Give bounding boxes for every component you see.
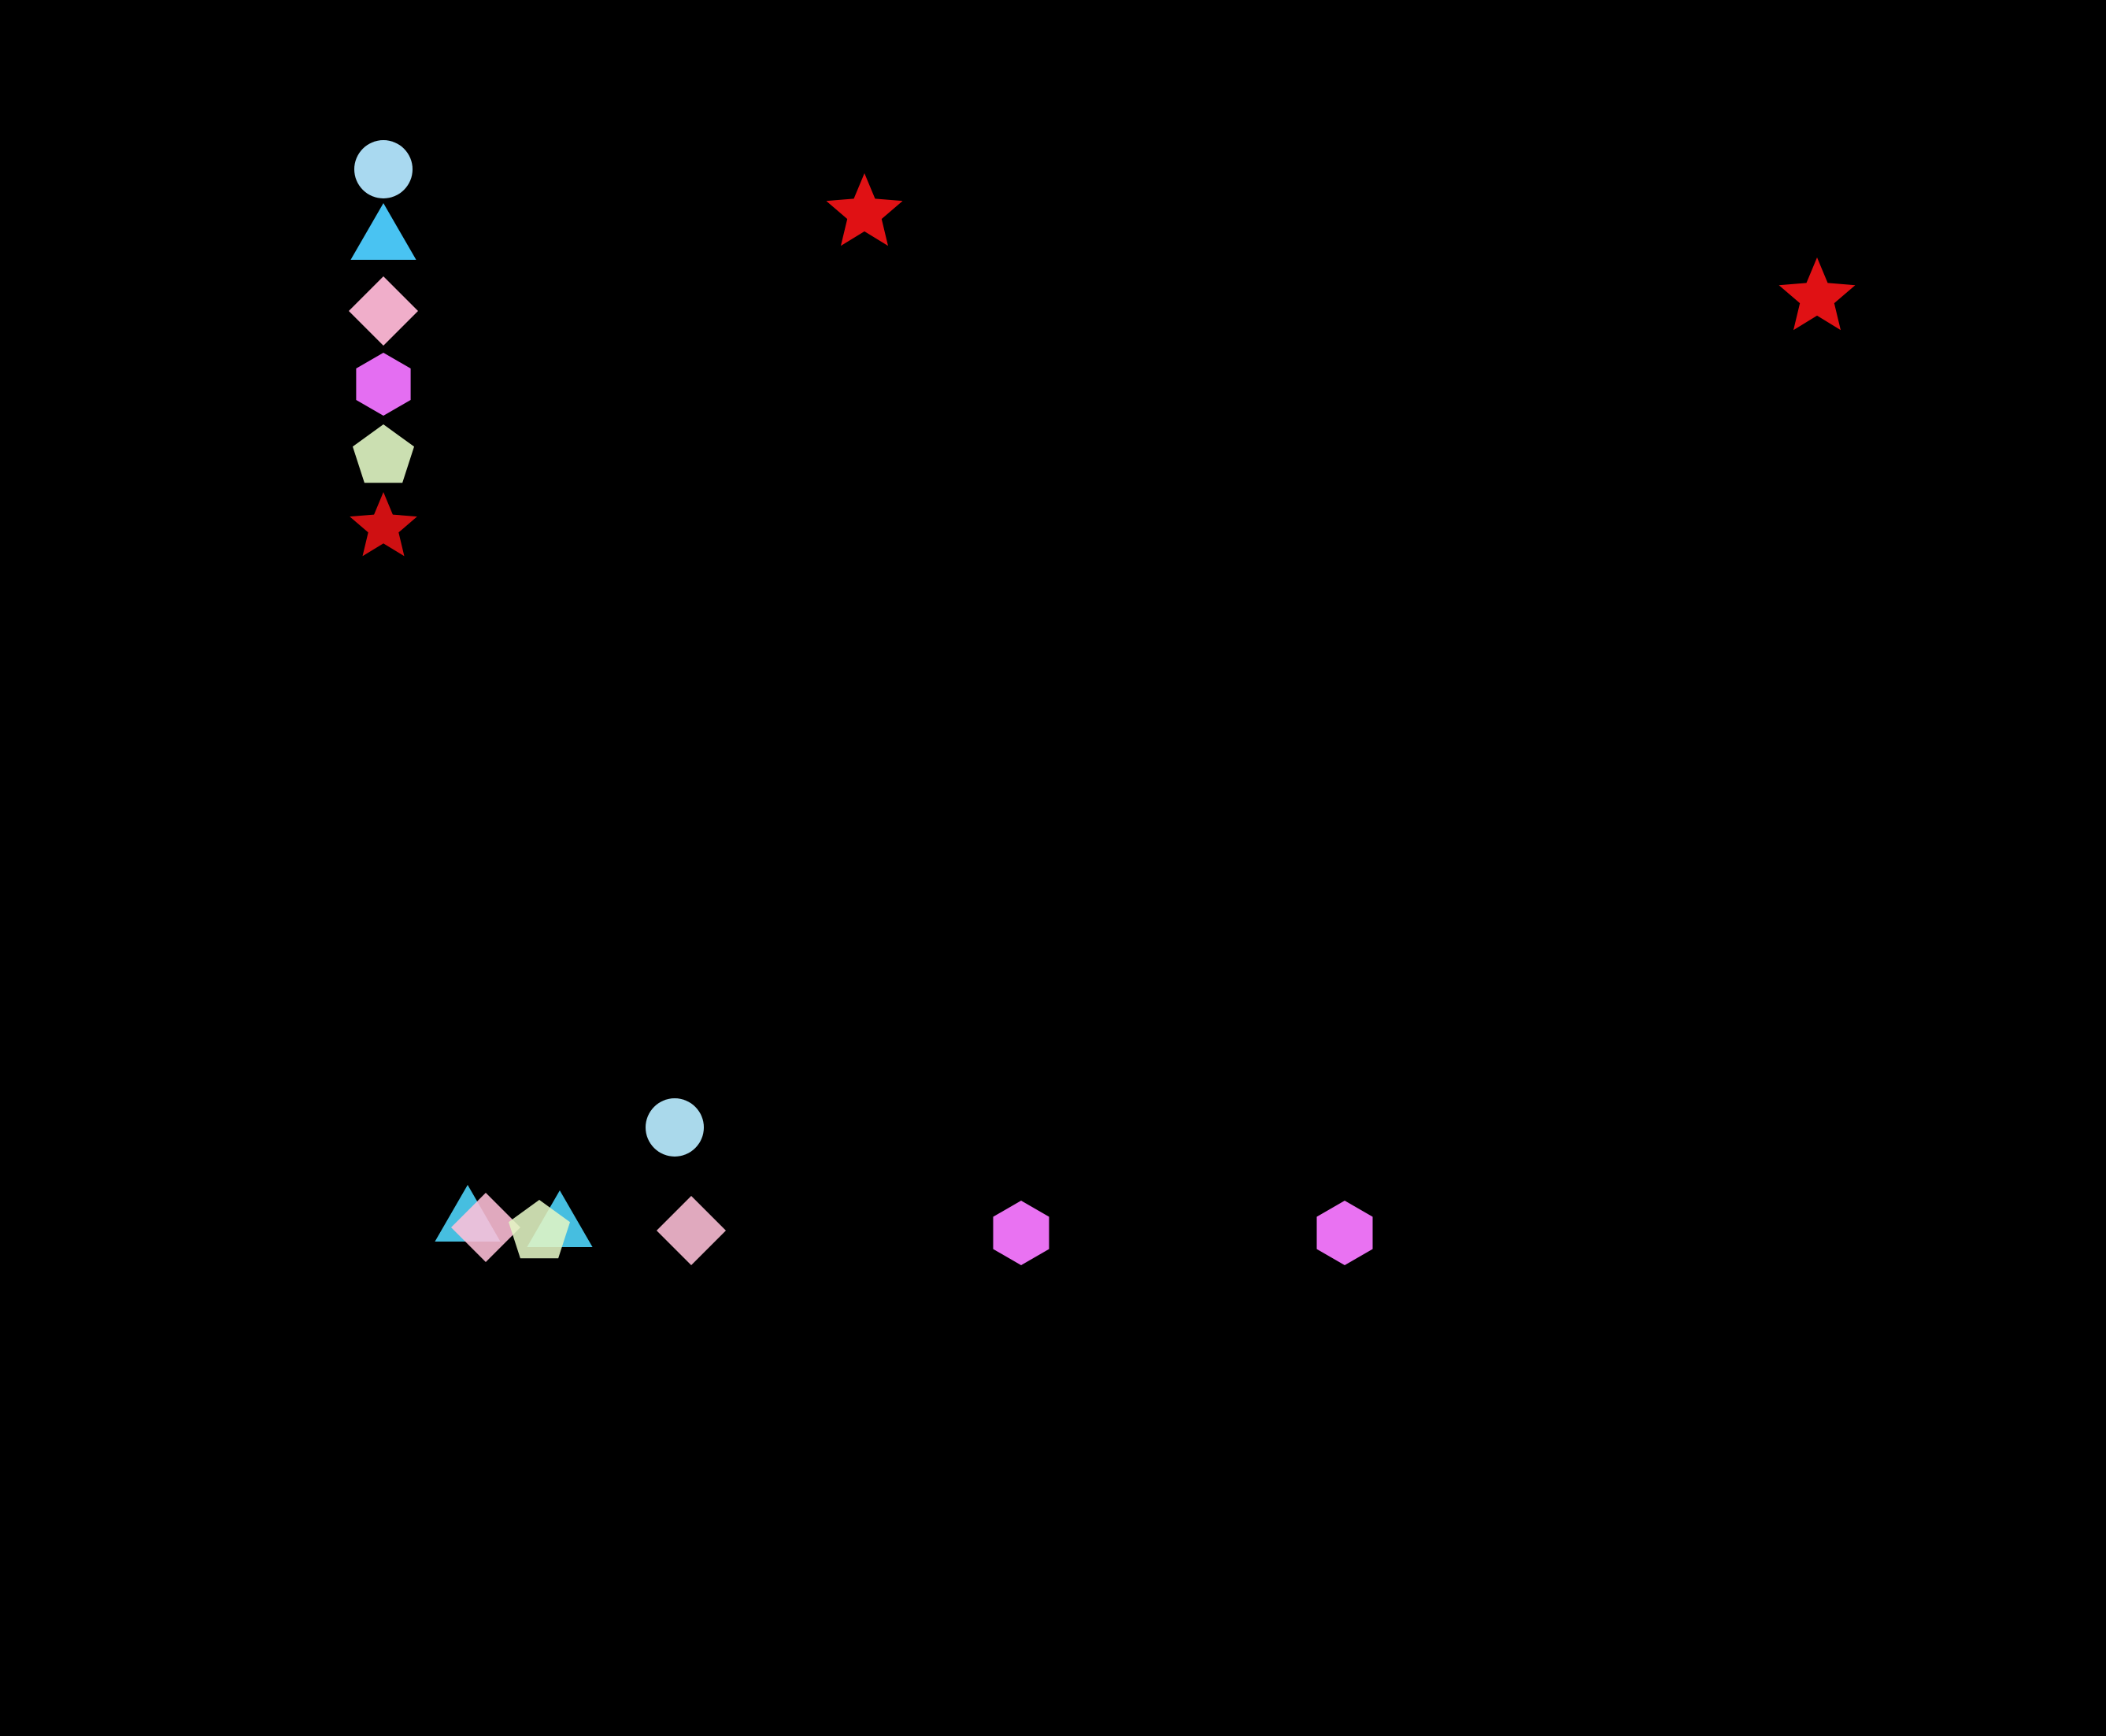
legend-marker-pentagon — [353, 424, 414, 483]
legend-marker-circle — [354, 140, 413, 198]
legend-marker-diamond — [349, 276, 418, 346]
data-point-pentagon — [509, 1200, 570, 1259]
data-point-star — [1778, 257, 1856, 331]
data-point-diamond — [657, 1196, 726, 1265]
legend-marker-triangle-up — [350, 203, 416, 260]
data-point-hexagon — [993, 1201, 1049, 1265]
plot-points — [435, 173, 1856, 1265]
data-point-diamond — [451, 1193, 520, 1262]
legend-marker-hexagon — [356, 353, 411, 416]
legend — [349, 140, 418, 557]
legend-marker-star — [350, 492, 417, 557]
data-point-star — [826, 173, 903, 246]
data-point-hexagon — [1316, 1201, 1373, 1265]
data-point-circle — [646, 1098, 704, 1157]
